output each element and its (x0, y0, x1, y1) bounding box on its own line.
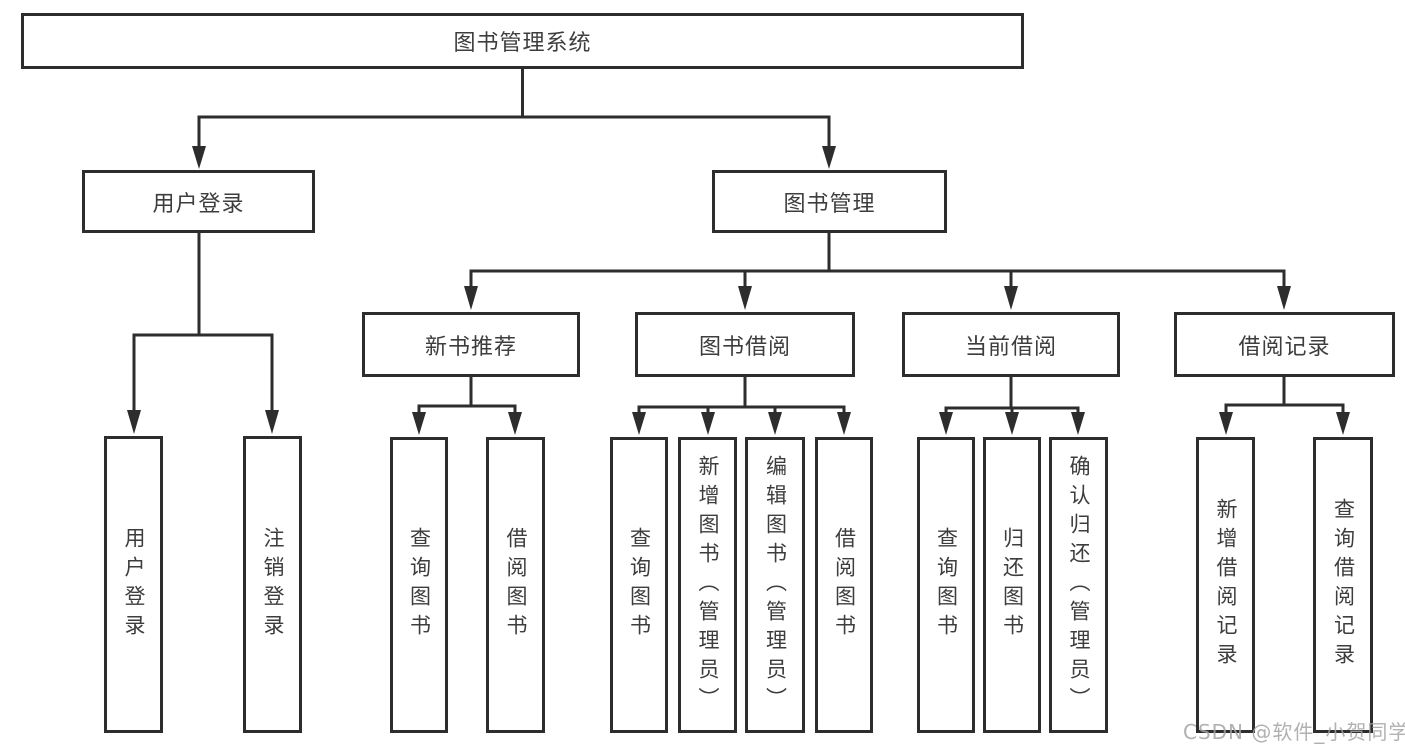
node-current-borrow-label: 当前借阅 (964, 334, 1057, 360)
node-user-login-label: 用户登录 (152, 191, 245, 217)
node-nbr-borrow-book: 借阅图书 (486, 437, 545, 733)
connector-borrow-records-to-leaves (1219, 377, 1350, 435)
node-cb-query-book: 查询图书 (917, 437, 975, 733)
node-br-add-record: 新增借阅记录 (1196, 437, 1255, 733)
connector-book-borrow-to-leaves (632, 377, 851, 435)
node-bb-edit-book: 编辑图书（管理员） (745, 437, 805, 733)
connector-root-to-level2 (192, 69, 836, 169)
node-book-borrow-label: 图书借阅 (698, 334, 791, 360)
node-bb-edit-book-label: 编辑图书（管理员） (763, 454, 788, 716)
node-borrow-records-label: 借阅记录 (1238, 334, 1331, 360)
node-new-book-rec: 新书推荐 (362, 312, 580, 377)
node-bb-add-book: 新增图书（管理员） (678, 437, 737, 733)
node-leaf-logout: 注销登录 (243, 436, 302, 733)
connector-user-login-to-leaves (127, 233, 279, 434)
node-nbr-query-book-label: 查询图书 (407, 527, 432, 643)
connector-current-borrow-to-leaves (939, 377, 1085, 435)
node-user-login: 用户登录 (82, 170, 315, 233)
node-bb-borrow-book: 借阅图书 (815, 437, 873, 733)
node-cb-query-book-label: 查询图书 (934, 527, 959, 643)
node-root-label: 图书管理系统 (453, 31, 592, 56)
node-nbr-borrow-book-label: 借阅图书 (504, 527, 528, 643)
node-bb-query-book: 查询图书 (610, 437, 668, 733)
node-br-query-record-label: 查询借阅记录 (1331, 498, 1356, 672)
node-cb-return-book-label: 归还图书 (1000, 527, 1025, 643)
csdn-watermark: CSDN @软件_小贺同学 (1183, 720, 1405, 744)
node-current-borrow: 当前借阅 (902, 312, 1120, 377)
node-cb-confirm-return: 确认归还（管理员） (1049, 437, 1108, 733)
node-bb-query-book-label: 查询图书 (627, 527, 652, 643)
node-leaf-user-login: 用户登录 (104, 436, 163, 733)
connector-new-book-rec-to-leaves (412, 377, 522, 435)
node-bb-add-book-label: 新增图书（管理员） (696, 454, 720, 716)
node-book-borrow: 图书借阅 (635, 312, 855, 377)
node-leaf-logout-label: 注销登录 (261, 526, 285, 643)
node-cb-return-book: 归还图书 (983, 437, 1041, 733)
node-root: 图书管理系统 (21, 13, 1024, 69)
node-new-book-rec-label: 新书推荐 (424, 334, 517, 360)
connector-book-mgmt-to-level3 (464, 233, 1291, 310)
node-nbr-query-book: 查询图书 (390, 437, 448, 733)
node-leaf-user-login-label: 用户登录 (122, 526, 146, 643)
node-cb-confirm-return-label: 确认归还（管理员） (1067, 454, 1091, 716)
node-borrow-records: 借阅记录 (1174, 312, 1395, 377)
node-book-mgmt: 图书管理 (712, 170, 947, 233)
node-book-mgmt-label: 图书管理 (783, 191, 876, 217)
node-bb-borrow-book-label: 借阅图书 (832, 527, 857, 643)
node-br-query-record: 查询借阅记录 (1313, 437, 1373, 733)
node-br-add-record-label: 新增借阅记录 (1214, 498, 1238, 672)
